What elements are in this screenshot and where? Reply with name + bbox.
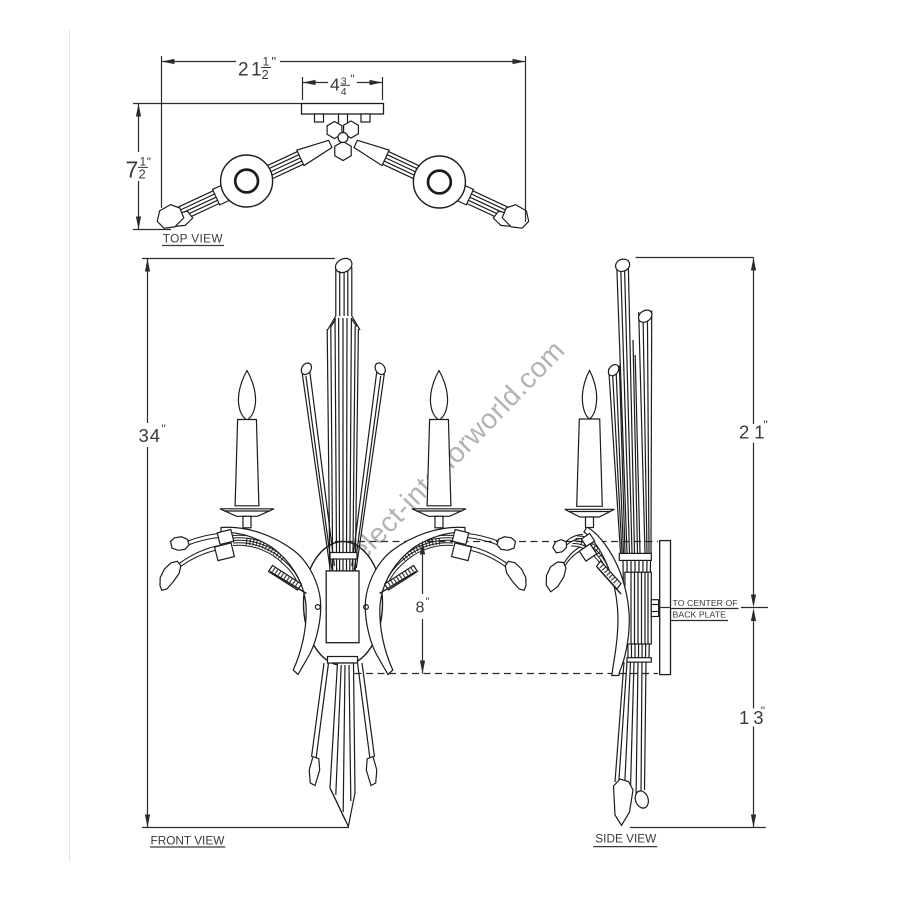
svg-text:7: 7 (126, 157, 139, 183)
svg-text:BACK PLATE: BACK PLATE (673, 609, 727, 619)
svg-text:13: 13 (739, 707, 768, 728)
svg-text:4: 4 (330, 75, 340, 95)
svg-text:2: 2 (139, 167, 146, 182)
svg-text:": " (761, 704, 765, 718)
svg-text:SIDE VIEW: SIDE VIEW (595, 832, 657, 846)
svg-text:2: 2 (262, 67, 269, 82)
svg-text:": " (162, 422, 166, 436)
svg-text:3: 3 (341, 75, 347, 87)
svg-text:TO CENTER OF: TO CENTER OF (673, 598, 738, 608)
svg-text:21: 21 (739, 422, 770, 443)
svg-text:": " (764, 418, 768, 432)
svg-text:": " (272, 54, 277, 69)
svg-text:FRONT VIEW: FRONT VIEW (151, 834, 226, 848)
svg-text:": " (350, 72, 354, 86)
svg-text:": " (147, 155, 151, 169)
svg-text:2: 2 (238, 60, 249, 81)
svg-text:": " (426, 596, 430, 608)
svg-text:8: 8 (416, 600, 425, 617)
svg-text:1: 1 (251, 60, 262, 81)
svg-text:1: 1 (140, 155, 147, 169)
svg-text:1: 1 (263, 55, 270, 69)
svg-text:34: 34 (139, 425, 162, 446)
svg-text:4: 4 (341, 86, 347, 98)
svg-text:TOP VIEW: TOP VIEW (163, 231, 224, 245)
